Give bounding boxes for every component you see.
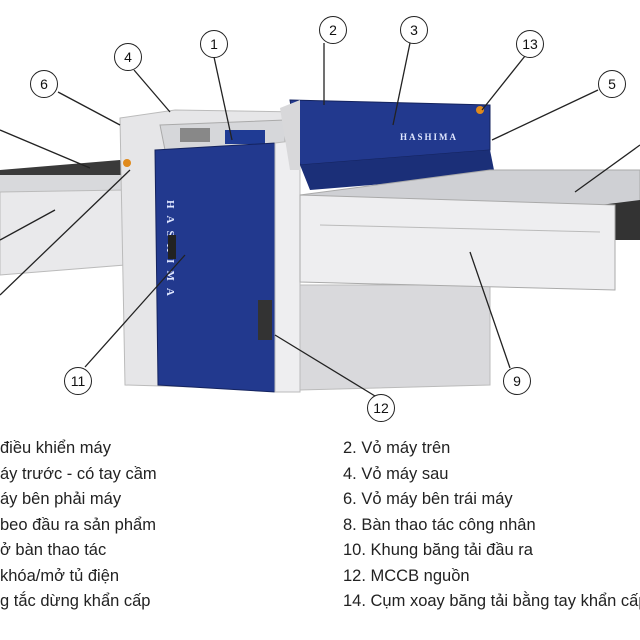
legend-item: 10. Khung băng tải đầu ra (343, 541, 533, 559)
legend-left: điều khiển máy áy trước - có tay cầm áy … (0, 436, 157, 615)
callout-11: 11 (64, 367, 92, 395)
legend-item: g tắc dừng khẩn cấp (0, 592, 151, 610)
legend-item: 8. Bàn thao tác công nhân (343, 515, 536, 534)
left-conveyor (0, 160, 130, 276)
callout-4: 4 (114, 43, 142, 71)
legend-item: ở bàn thao tác (0, 541, 107, 559)
legend-item: 12. MCCB nguồn (343, 566, 470, 585)
legend-item: 14. Cụm xoay băng tải bằng tay khẩn cấp (343, 592, 640, 610)
legend-item: điều khiển máy (0, 439, 111, 457)
legend-right: 2. Vỏ máy trên 4. Vỏ máy sau 6. Vỏ máy b… (343, 436, 640, 615)
front-blue-panel: HASHIMA (154, 142, 276, 393)
svg-text:HASHIMA: HASHIMA (400, 132, 458, 142)
legend-item: 2. Vỏ máy trên (343, 439, 451, 457)
legend-item: khóa/mở tủ điện (0, 566, 120, 585)
side-panel (274, 139, 301, 393)
legend-item: 6. Vỏ máy bên trái máy (343, 490, 513, 508)
machine-illustration: HASHIMA HASHIMA (0, 42, 640, 397)
callout-9: 9 (503, 367, 531, 395)
legend-item: beo đầu ra sản phẩm (0, 515, 156, 534)
legend-item: 4. Vỏ máy sau (343, 464, 449, 483)
callout-3: 3 (400, 16, 428, 44)
callout-13: 13 (516, 30, 544, 58)
upper-body: HASHIMA (280, 99, 495, 190)
callout-2: 2 (319, 16, 347, 44)
callout-6: 6 (30, 70, 58, 98)
legend-item: áy trước - có tay cầm (0, 464, 157, 483)
legend-item: áy bên phải máy (0, 490, 122, 508)
base (299, 284, 491, 391)
callout-1: 1 (200, 30, 228, 58)
output-table (299, 169, 640, 291)
leader-lines (0, 42, 640, 397)
callout-12: 12 (367, 394, 395, 422)
callout-5: 5 (598, 70, 626, 98)
